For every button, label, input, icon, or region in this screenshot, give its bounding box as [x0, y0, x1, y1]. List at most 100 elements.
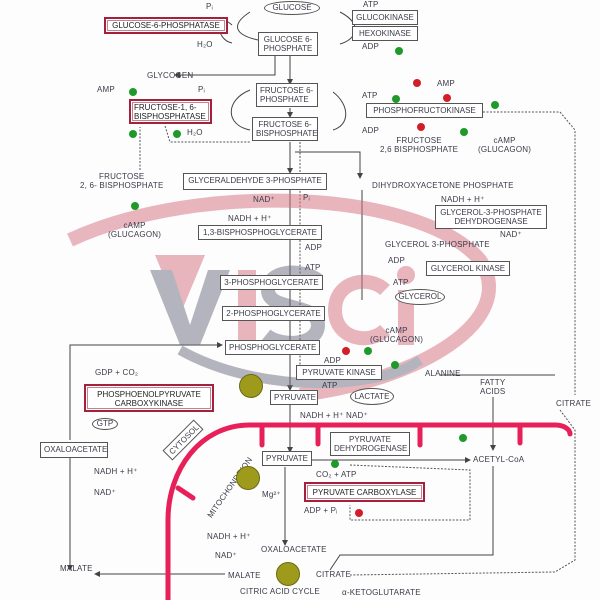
3-phosphoglycerate-node: 3-PHOSPHOGLYCERATE: [220, 275, 323, 290]
pi-label: Pᵢ: [198, 85, 205, 94]
pyruvate-node: PYRUVATE: [270, 390, 318, 405]
activator-dot: [392, 95, 400, 103]
line: FRUCTOSE: [396, 136, 442, 145]
adp-label: ADP: [362, 42, 380, 51]
pyruvate-carboxylase-enzyme: PYRUVATE CARBOXYLASE: [304, 482, 425, 502]
alanine-label: ALANINE: [425, 369, 461, 378]
inhibitor-dot: [355, 509, 363, 517]
atp-label: ATP: [363, 0, 379, 9]
2-phosphoglycerate-node: 2-PHOSPHOGLYCERATE: [222, 306, 325, 321]
fructose-bisphosphatase-enzyme: FRUCTOSE-1, 6-BISPHOSPHATASE: [129, 99, 212, 124]
activator-dot: [129, 88, 137, 96]
acetyl-coa-node: ACETYL-CoA: [473, 455, 525, 464]
line: 2, 6- BISPHOSPHATE: [80, 181, 164, 190]
nad-label: NAD⁺: [500, 230, 522, 239]
glyceraldehyde-3-phosphate-node: GLYCERALDEHYDE 3-PHOSPHATE: [183, 173, 327, 190]
h2o-label: H₂O: [187, 128, 203, 137]
activator-dot: [131, 202, 139, 210]
glucose-6-phosphatase-enzyme: GLUCOSE-6-PHOSPHATASE: [104, 17, 228, 34]
nad-label: NAD⁺: [253, 195, 275, 204]
line: GLYCEROL-3-PHOSPHATE: [440, 208, 542, 217]
line: DEHYDROGENASE: [334, 444, 408, 453]
glycerol-kinase-enzyme: GLYCEROL KINASE: [426, 261, 510, 276]
mito-malate-node: MALATE: [228, 571, 261, 580]
line: 2,6 BISPHOSPHATE: [380, 145, 459, 154]
adp-label: ADP: [388, 256, 406, 265]
fructose-bisphosphate-node: FRUCTOSE 6-BISPHOSPHATE: [252, 117, 318, 141]
adp-pi-label: ADP + Pᵢ: [304, 506, 338, 515]
fructose-6-phosphate-node: FRUCTOSE 6-PHOSPHATE: [256, 83, 318, 107]
activator-dot: [395, 47, 403, 55]
citric-acid-cycle-label: CITRIC ACID CYCLE: [240, 587, 320, 596]
line: PYRUVATE: [349, 435, 391, 444]
camp-glucagon-label: cAMP(GLUCAGON): [370, 326, 423, 344]
line: PHOSPHATE: [260, 95, 309, 104]
line: PHOSPHOENOLPYRUVATE: [97, 390, 201, 399]
activator-dot: [460, 128, 468, 136]
glucose-6-phosphate-node: GLUCOSE 6-PHOSPHATE: [258, 32, 318, 56]
activator-dot: [331, 460, 339, 468]
adp-label: ADP: [305, 243, 323, 252]
mito-citrate-node: CITRATE: [316, 570, 352, 579]
line: FRUCTOSE-1, 6-: [134, 103, 197, 112]
mito-oxaloacetate-node: OXALOACETATE: [261, 545, 327, 554]
line: FRUCTOSE: [99, 172, 145, 181]
mito-pyruvate-node: PYRUVATE: [262, 451, 312, 466]
pi-label: Pᵢ: [303, 193, 310, 202]
activator-dot: [391, 361, 399, 369]
complex-circle: [239, 374, 263, 398]
h2o-label: H₂O: [197, 40, 213, 49]
lactate-node: LACTATE: [350, 388, 394, 405]
line: (GLUCAGON): [108, 230, 162, 239]
inhibitor-dot: [417, 123, 425, 131]
activator-dot: [129, 130, 137, 138]
amp-label: AMP: [437, 79, 455, 88]
activator-dot: [491, 101, 499, 109]
line: FATTY: [480, 378, 506, 387]
glycerol-node: GLYCEROL: [395, 289, 445, 305]
glycerol-3-phosphate-node: GLYCEROL 3-PHOSPHATE: [385, 240, 490, 249]
line: BISPHOSPHATASE: [134, 112, 206, 121]
line: (GLUCAGON): [370, 335, 424, 344]
activator-dot: [459, 434, 467, 442]
nadh-label: NADH + H⁺: [441, 195, 485, 204]
hexokinase-enzyme: HEXOKINASE: [352, 26, 418, 41]
pi-label: Pᵢ: [206, 2, 213, 11]
inhibitor-dot: [342, 347, 350, 355]
atp-label: ATP: [322, 381, 338, 390]
malate-node: MALATE: [60, 564, 93, 573]
atp-label: ATP: [305, 263, 321, 272]
line: cAMP: [493, 136, 516, 145]
line: FRUCTOSE 6-: [258, 120, 312, 129]
camp-glucagon-label: cAMP(GLUCAGON): [108, 221, 161, 239]
line: CARBOXYKINASE: [114, 399, 184, 408]
nadh-nad-label: NADH + H⁺ NAD⁺: [300, 411, 368, 420]
phosphoenolpyruvate-node: PHOSPHOGLYCERATE: [225, 340, 320, 355]
line: BISPHOSPHATE: [256, 129, 318, 138]
inhibitor-dot: [443, 94, 451, 102]
dihydroxyacetone-phosphate-node: DIHYDROXYACETONE PHOSPHATE: [372, 181, 514, 190]
mg-label: Mg²⁺: [262, 490, 281, 499]
line: DEHYDROGENASE: [454, 217, 528, 226]
oxaloacetate-node: OXALOACETATE: [40, 442, 108, 458]
complex-circle: [236, 466, 260, 490]
adp-label: ADP: [324, 356, 342, 365]
nad-label: NAD⁺: [94, 488, 116, 497]
line: ACIDS: [480, 387, 506, 396]
activator-dot: [173, 130, 181, 138]
1-3-bisphosphoglycerate-node: 1,3-BISPHOSPHOGLYCERATE: [198, 225, 322, 240]
phosphofructokinase-enzyme: PHOSPHOFRUCTOKINASE: [366, 103, 483, 118]
line: PHOSPHATE: [263, 44, 313, 53]
gdp-co2-label: GDP + CO₂: [95, 368, 139, 377]
camp-glucagon-label: cAMP(GLUCAGON): [478, 136, 531, 154]
nadh-label: NADH + H⁺: [94, 467, 138, 476]
line: FRUCTOSE 6-: [260, 86, 314, 95]
nadh-label: NADH + H⁺: [228, 214, 272, 223]
activator-dot: [364, 347, 372, 355]
pyruvate-kinase-enzyme: PYRUVATE KINASE: [296, 365, 382, 380]
glucokinase-enzyme: GLUCOKINASE: [352, 10, 418, 25]
